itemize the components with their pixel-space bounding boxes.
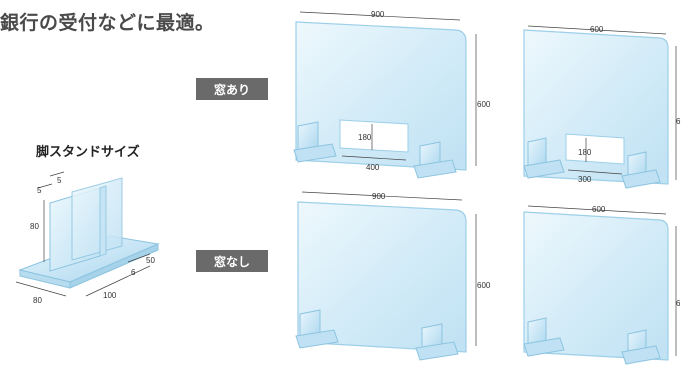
panel-without-window-600: 600 6 [523, 205, 681, 365]
stand-height-label: 80 [30, 222, 39, 231]
window-height-label: 180 [578, 148, 592, 157]
stand-thickness-dim-line-a [37, 183, 53, 189]
panel-glass [523, 29, 669, 185]
stand-base-depth-dim-line [127, 253, 151, 263]
panel-glass [297, 201, 467, 353]
panel-foot-right-base [621, 345, 661, 365]
width-label: 900 [371, 10, 385, 19]
panel-with-window-600: 600 6 180 300 [523, 25, 681, 189]
window-height-label: 180 [358, 133, 372, 142]
panel-window-opening [565, 133, 625, 165]
stand-width-dim-line [15, 281, 67, 297]
width-dim-line [527, 205, 667, 215]
panel-foot-right-base [413, 159, 457, 179]
panel-glass [523, 211, 669, 361]
panel-foot-right-base [415, 341, 459, 361]
panel-with-window-900: 900 600 180 400 [293, 10, 491, 179]
panel-foot-left-base [523, 337, 565, 357]
stand-base-depth-label: 50 [146, 256, 155, 265]
window-width-label: 400 [366, 163, 380, 172]
headline-text: 銀行の受付などに最適。 [0, 12, 215, 34]
width-label: 600 [592, 205, 606, 214]
panel-foot-left-base [523, 159, 565, 179]
stand-depth-label: 100 [103, 291, 117, 300]
without-window-badge: 窓なし [196, 250, 268, 272]
width-dim-line [301, 191, 463, 201]
panel-foot-right-base [621, 169, 661, 189]
width-label: 600 [590, 25, 604, 34]
stand-slot [99, 185, 107, 257]
height-label: 600 [477, 281, 491, 290]
leg-stand-title: 脚スタンドサイズ [36, 145, 140, 160]
with-window-badge: 窓あり [196, 78, 268, 100]
stand-thickness-label-a: 5 [37, 186, 42, 195]
stand-base-side [69, 243, 159, 289]
panel-without-window-900: 900 600 [295, 191, 491, 361]
stand-base-height-label: 6 [131, 268, 136, 277]
panel-foot-left-base [295, 329, 339, 349]
leg-stand-illustration: 80 5 5 80 100 6 50 [15, 171, 160, 305]
stand-thickness-dim-line-b [49, 171, 65, 177]
panel-glass [295, 21, 467, 171]
window-width-dim-line [341, 155, 407, 161]
panel-window-opening [339, 119, 409, 153]
stand-plate-back [71, 177, 123, 261]
window-width-label: 300 [578, 175, 592, 184]
width-dim-line [299, 11, 461, 21]
panel-foot-left-base [293, 143, 337, 163]
stand-depth-dim-line [85, 265, 151, 297]
height-label: 6 [676, 117, 681, 126]
height-label: 600 [477, 100, 491, 109]
stand-width-label: 80 [33, 296, 42, 305]
width-dim-line [527, 25, 667, 35]
stand-thickness-label-b: 5 [57, 176, 62, 185]
width-label: 900 [372, 192, 386, 201]
window-width-dim-line [567, 169, 623, 175]
height-label: 6 [676, 299, 681, 308]
